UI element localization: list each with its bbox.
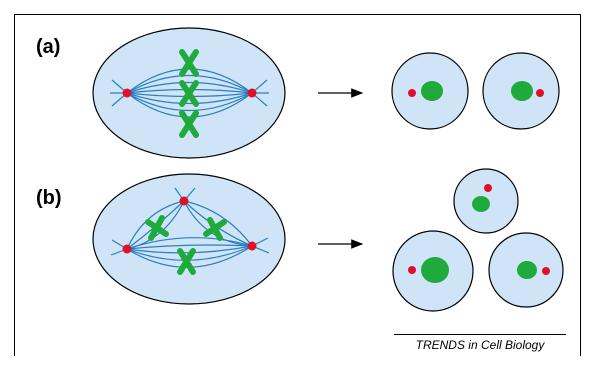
nucleus: [472, 196, 490, 212]
daughter-cell: [453, 168, 519, 234]
centrosome-dot: [408, 266, 416, 274]
bipolar-spindle-cell: [92, 27, 286, 159]
centrosome-dot: [542, 267, 550, 275]
chromosome-x: [145, 215, 227, 275]
spindle-fibers: [110, 68, 269, 118]
centrosome-dot: [247, 241, 257, 251]
nucleus: [517, 261, 537, 279]
credit-divider: [394, 334, 566, 335]
centrosome-dot: [536, 89, 544, 97]
centrosome-dot: [484, 184, 492, 192]
multipolar-spindle-cell: [92, 173, 286, 305]
daughter-cell: [392, 230, 474, 312]
daughter-cell: [391, 52, 469, 130]
nucleus: [511, 81, 533, 101]
centrosome-dot: [179, 196, 189, 206]
centrosome-dot: [122, 88, 132, 98]
centrosome-dot: [122, 244, 132, 254]
journal-credit: TRENDS in Cell Biology: [415, 338, 545, 352]
chromosome-x: [179, 49, 199, 138]
centrosome-dot: [408, 89, 416, 97]
nucleus: [421, 257, 449, 283]
nucleus: [421, 81, 443, 101]
centrosome-dot: [247, 88, 257, 98]
panel-label-a: (a): [36, 36, 61, 58]
daughter-cell: [482, 52, 560, 130]
panel-label-b: (b): [36, 187, 62, 209]
daughter-cell: [488, 232, 564, 308]
